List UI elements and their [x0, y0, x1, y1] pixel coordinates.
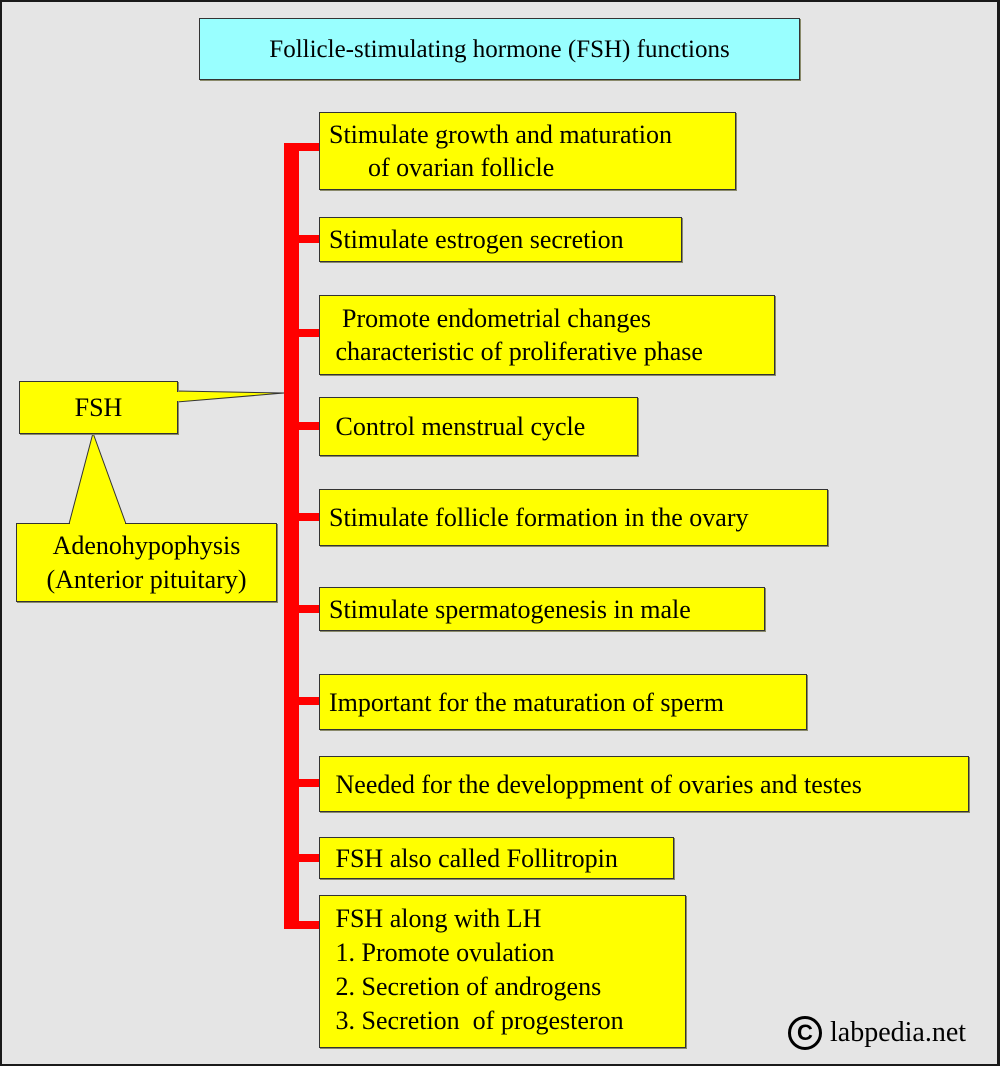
connector-branch [284, 854, 320, 862]
function-line: of ovarian follicle [329, 153, 555, 182]
connector-spine [284, 144, 299, 929]
gland-line-2: (Anterior pituitary) [46, 564, 247, 594]
function-line: Needed for the developpment of ovaries a… [329, 769, 862, 799]
function-line: Control menstrual cycle [329, 412, 586, 441]
diagram-title: Follicle-stimulating hormone (FSH) funct… [199, 18, 800, 80]
function-box-menstrual: Control menstrual cycle [319, 397, 638, 456]
function-box-ovaries-testes: Needed for the developpment of ovaries a… [319, 756, 969, 812]
connector-branch [284, 329, 320, 337]
function-box-follicle-formation: Stimulate follicle formation in the ovar… [319, 489, 828, 546]
function-line: FSH also called Follitropin [329, 843, 618, 873]
connector-branch [284, 513, 320, 521]
watermark: C labpedia.net [788, 1016, 966, 1050]
function-box-endometrial: Promote endometrial changes characterist… [319, 295, 775, 375]
function-line: Stimulate spermatogenesis in male [329, 594, 691, 624]
function-line: Promote endometrial changes [329, 304, 652, 333]
fsh-pointer-join [175, 392, 179, 401]
fsh-hormone-box: FSH [19, 381, 178, 434]
connector-branch [284, 422, 320, 430]
function-line: FSH along with LH [329, 904, 542, 933]
function-box-spermatogenesis: Stimulate spermatogenesis in male [319, 587, 765, 631]
function-box-growth-maturation: Stimulate growth and maturation of ovari… [319, 112, 736, 190]
gland-callout-pointer [68, 431, 127, 525]
function-line: Stimulate estrogen secretion [329, 225, 624, 254]
gland-line-1: Adenohypophysis [52, 530, 241, 560]
connector-branch [284, 235, 320, 243]
function-box-with-lh: FSH along with LH 1. Promote ovulation 2… [319, 895, 686, 1048]
function-line: 2. Secretion of androgens [329, 972, 602, 1001]
connector-branch [284, 143, 320, 151]
function-line: Stimulate growth and maturation [329, 120, 672, 149]
fsh-label: FSH [74, 393, 123, 422]
connector-branch [284, 779, 320, 787]
connector-branch [284, 921, 320, 929]
title-text: Follicle-stimulating hormone (FSH) funct… [269, 35, 730, 63]
function-line: 3. Secretion of progesteron [329, 1006, 624, 1035]
watermark-text: labpedia.net [830, 1017, 967, 1048]
function-box-estrogen: Stimulate estrogen secretion [319, 217, 682, 262]
function-line: Important for the maturation of sperm [329, 687, 724, 717]
connector-branch [284, 697, 320, 705]
fsh-callout-pointer [176, 390, 285, 403]
function-box-sperm-maturation: Important for the maturation of sperm [319, 674, 807, 730]
connector-branch [284, 605, 320, 613]
gland-box: Adenohypophysis (Anterior pituitary) [16, 523, 277, 602]
function-line: 1. Promote ovulation [329, 938, 555, 967]
function-line: Stimulate follicle formation in the ovar… [329, 503, 749, 532]
copyright-icon: C [788, 1016, 822, 1050]
function-line: characteristic of proliferative phase [329, 337, 703, 366]
function-box-follitropin: FSH also called Follitropin [319, 837, 674, 879]
gland-pointer-join [70, 522, 125, 525]
